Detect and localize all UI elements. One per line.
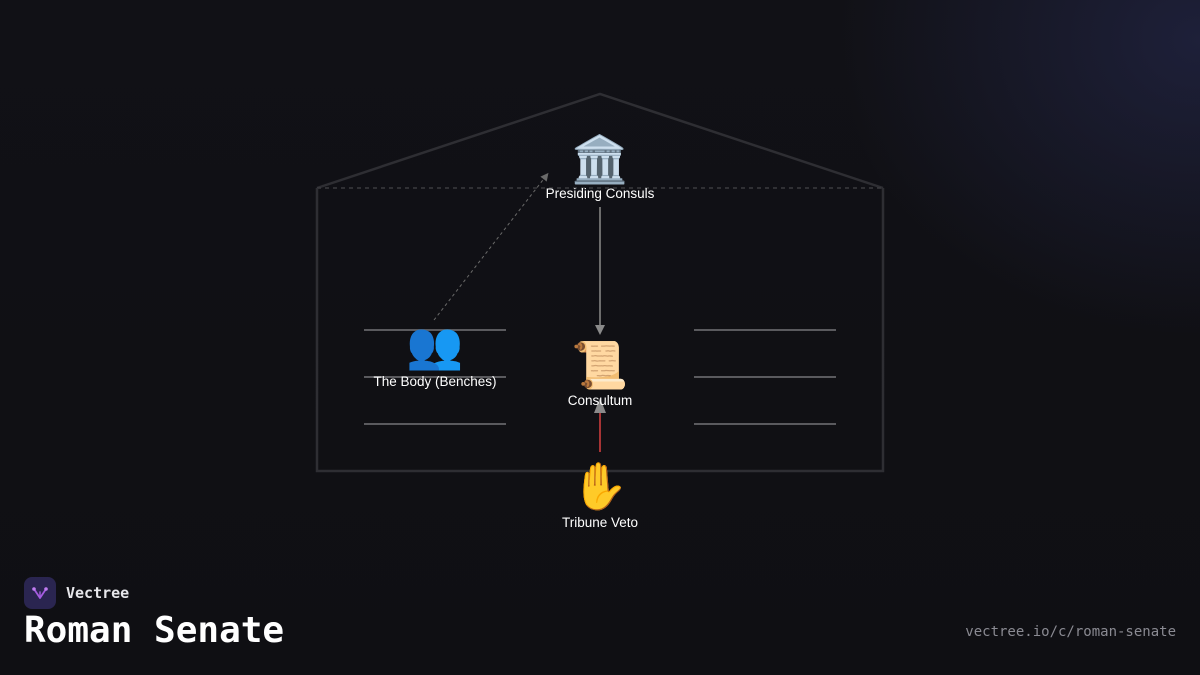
brand[interactable]: Vectree [24,577,129,609]
page-title: Roman Senate [24,610,285,651]
node-tribune-veto[interactable]: ✋ Tribune Veto [562,459,638,530]
roof-outline [316,92,884,190]
classical-building-icon: 🏛️ [571,132,628,186]
node-presiding-consuls[interactable]: 🏛️ Presiding Consuls [546,132,655,201]
people-icon: 👥 [406,318,463,372]
senate-house-outline [315,92,885,473]
raised-hand-icon: ✋ [571,459,628,513]
node-the-body[interactable]: 👥 The Body (Benches) [373,318,496,389]
node-label: The Body (Benches) [373,374,496,389]
benches-left [364,329,506,425]
hall-walls [315,188,885,473]
node-label: Consultum [568,393,633,408]
node-label: Presiding Consuls [546,186,655,201]
scroll-icon: 📜 [571,338,628,392]
edge-veto-arrowhead [594,398,606,413]
brand-name: Vectree [66,584,130,602]
benches-right [694,329,836,425]
node-label: Tribune Veto [562,515,638,530]
page-url[interactable]: vectree.io/c/roman-senate [965,624,1176,640]
node-consultum[interactable]: 📜 Consultum [568,338,633,408]
edge-body-to-consuls [433,172,549,321]
vectree-logo-icon [24,577,56,609]
